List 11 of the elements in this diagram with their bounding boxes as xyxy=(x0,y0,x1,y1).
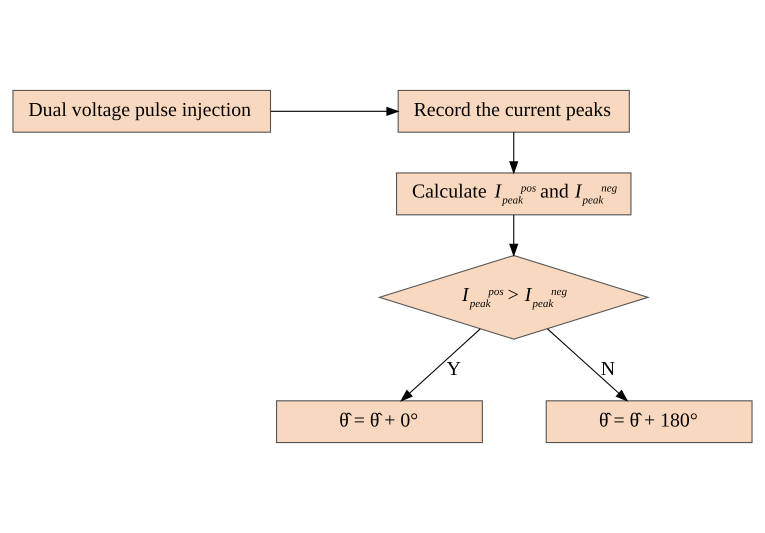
arrow xyxy=(509,214,518,257)
node-box: θ̂ = θ̂ + 180° xyxy=(546,400,753,444)
node-box: Dual voltage pulse injection xyxy=(12,90,272,133)
arrow xyxy=(270,106,400,116)
edge-label: N xyxy=(600,358,615,380)
node-box: θ̂ = θ̂ + 0° xyxy=(276,400,483,444)
edge-label: Y xyxy=(446,358,461,380)
node-box: Record the current peaks xyxy=(398,90,630,133)
arrow xyxy=(400,328,481,402)
arrow xyxy=(547,328,628,402)
arrow xyxy=(509,132,518,175)
